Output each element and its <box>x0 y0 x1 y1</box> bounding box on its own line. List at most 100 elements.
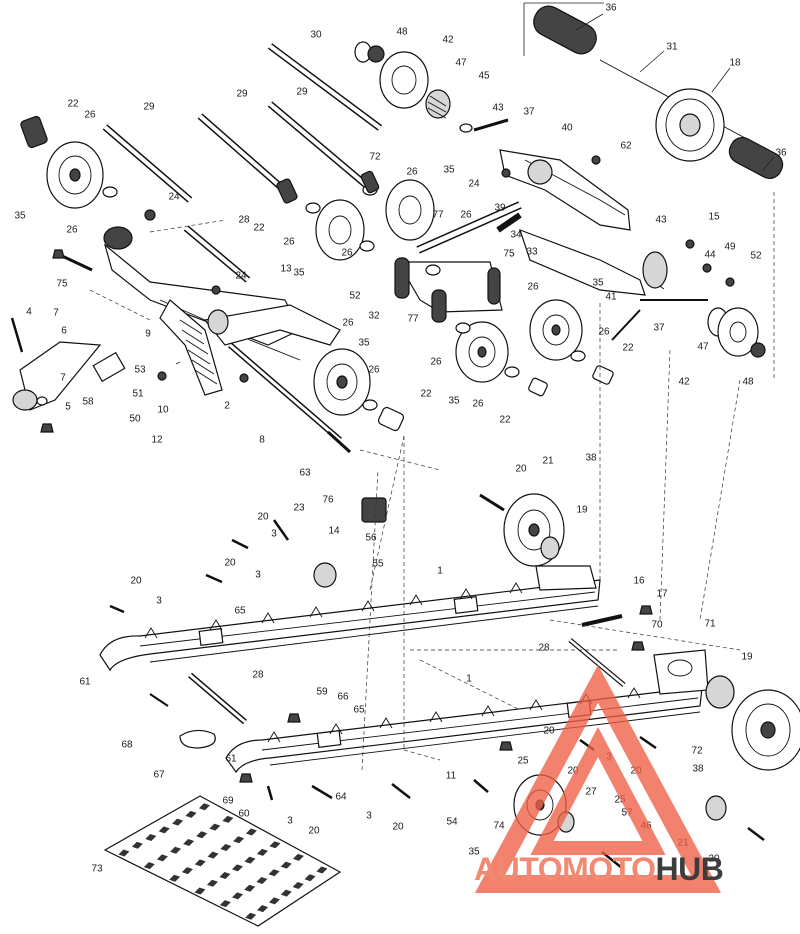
callout-26: 26 <box>406 167 418 178</box>
callout-26: 26 <box>527 282 539 293</box>
callout-1: 1 <box>437 566 443 577</box>
callout-69: 69 <box>222 796 234 807</box>
callout-35: 35 <box>14 211 26 222</box>
callout-51: 51 <box>132 389 144 400</box>
pad-stud <box>304 874 316 882</box>
callout-29: 29 <box>236 89 248 100</box>
pad-stud <box>198 803 210 811</box>
callout-24: 24 <box>468 179 480 190</box>
callout-16: 16 <box>633 576 645 587</box>
callout-22: 22 <box>253 223 265 234</box>
pad-stud <box>232 892 244 900</box>
callout-63: 63 <box>299 468 311 479</box>
callout-26: 26 <box>460 210 472 221</box>
callout-26: 26 <box>341 248 353 259</box>
callout-2: 2 <box>224 401 230 412</box>
callout-26: 26 <box>368 365 380 376</box>
callout-28: 28 <box>538 643 550 654</box>
pad-stud <box>231 864 243 872</box>
callout-3: 3 <box>255 570 261 581</box>
bogie-wheels-left <box>313 348 405 454</box>
callout-65: 65 <box>353 705 365 716</box>
callout-8: 8 <box>259 435 265 446</box>
callout-26: 26 <box>598 327 610 338</box>
callout-57: 57 <box>621 808 633 819</box>
callout-48: 48 <box>742 377 754 388</box>
callout-77: 77 <box>407 314 419 325</box>
pad-stud <box>194 859 206 867</box>
callout-49: 49 <box>724 242 736 253</box>
pad-stud <box>219 872 231 880</box>
callout-37: 37 <box>523 107 535 118</box>
callout-20: 20 <box>130 576 142 587</box>
pad-stud <box>185 810 197 818</box>
callout-52: 52 <box>750 251 762 262</box>
dashed-reference-lines <box>89 219 741 771</box>
callout-20: 20 <box>257 512 269 523</box>
callout-64: 64 <box>335 792 347 803</box>
pad-stud <box>169 874 181 882</box>
pad-stud <box>256 877 268 884</box>
callout-17: 17 <box>656 589 668 600</box>
callout-20: 20 <box>308 826 320 837</box>
pad-stud <box>143 862 155 870</box>
callout-22: 22 <box>499 415 511 426</box>
callout-72: 72 <box>691 746 703 757</box>
watermark-text: AUTOMOTOHUB <box>474 851 724 888</box>
callout-28: 28 <box>252 670 264 681</box>
callout-62: 62 <box>620 141 632 152</box>
callout-26: 26 <box>342 318 354 329</box>
callout-34: 34 <box>510 230 522 241</box>
pad-stud <box>233 836 245 844</box>
callout-56: 56 <box>365 533 377 544</box>
pad-stud <box>158 826 170 834</box>
callout-36: 36 <box>605 3 617 14</box>
right-rail-wheel <box>479 493 565 567</box>
pad-stud <box>292 881 304 889</box>
watermark-moto: MOTO <box>562 851 656 887</box>
callout-15: 15 <box>708 212 720 223</box>
rear-arm-assembly <box>496 149 735 341</box>
callout-35: 35 <box>468 847 480 858</box>
callout-61: 61 <box>79 677 91 688</box>
callout-22: 22 <box>420 389 432 400</box>
callout-38: 38 <box>585 453 597 464</box>
pad-stud <box>172 818 184 826</box>
pad-stud <box>268 869 280 877</box>
callout-67: 67 <box>153 770 165 781</box>
callout-26: 26 <box>430 357 442 368</box>
callout-29: 29 <box>296 87 308 98</box>
callout-58: 58 <box>82 397 94 408</box>
callout-40: 40 <box>561 123 573 134</box>
callout-20: 20 <box>543 726 555 737</box>
callout-41: 41 <box>605 292 617 303</box>
callout-65: 65 <box>234 606 246 617</box>
callout-53: 53 <box>134 365 146 376</box>
callout-36: 36 <box>775 148 787 159</box>
callout-39: 39 <box>494 203 506 214</box>
callout-73: 73 <box>91 864 103 875</box>
fasteners <box>109 519 765 869</box>
watermark-hub: HUB <box>655 851 724 887</box>
callout-14: 14 <box>328 526 340 537</box>
callout-7: 7 <box>60 373 66 384</box>
callout-24: 24 <box>168 192 180 203</box>
callout-45: 45 <box>478 71 490 82</box>
pad-stud <box>131 841 143 849</box>
callout-25: 25 <box>517 756 529 767</box>
callout-12: 12 <box>151 435 163 446</box>
triangle-logo-mark <box>474 665 722 893</box>
callout-55: 55 <box>372 559 384 570</box>
pad-stud <box>181 867 193 875</box>
watermark-logo <box>474 665 722 893</box>
callout-26: 26 <box>283 237 295 248</box>
pad-stud <box>257 905 269 913</box>
callout-43: 43 <box>655 215 667 226</box>
callout-60: 60 <box>238 809 250 820</box>
pad-stud <box>209 823 221 831</box>
upper-shafts-group <box>20 41 509 283</box>
callout-54: 54 <box>446 817 458 828</box>
callout-43: 43 <box>492 103 504 114</box>
callout-9: 9 <box>145 329 151 340</box>
